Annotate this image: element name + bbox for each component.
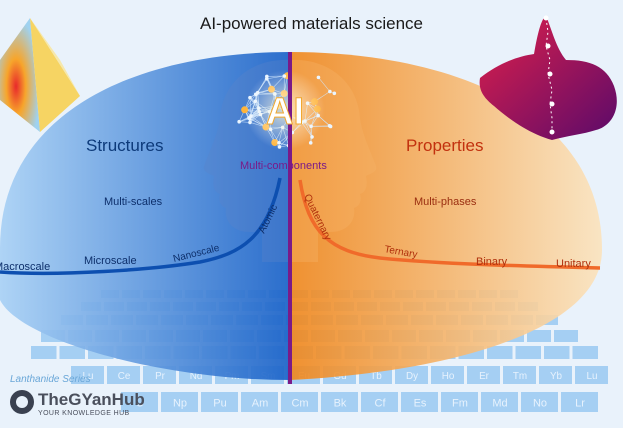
periodic-cell xyxy=(201,392,238,412)
periodic-cell xyxy=(143,366,176,384)
multi-phases-label: Multi-phases xyxy=(414,196,477,208)
periodic-cell xyxy=(31,346,57,359)
watermark-tagline: YOUR KNOWLEDGE HUB xyxy=(38,410,130,417)
periodic-cell xyxy=(121,392,158,412)
periodic-cell-symbol: Cm xyxy=(291,397,308,409)
periodic-cell xyxy=(515,346,541,359)
series-label: Lanthanide Series xyxy=(10,374,91,385)
periodic-cell xyxy=(361,392,398,412)
periodic-cell xyxy=(544,346,570,359)
periodic-cell xyxy=(59,346,85,359)
periodic-cell-symbol: Np xyxy=(173,397,187,409)
periodic-cell-symbol: Lr xyxy=(575,397,585,409)
periodic-cell xyxy=(481,392,518,412)
periodic-cell xyxy=(281,392,318,412)
periodic-cell-symbol: Cf xyxy=(375,397,387,409)
periodic-cell xyxy=(521,392,558,412)
properties-curve xyxy=(298,179,601,270)
structures-curve xyxy=(0,177,282,276)
periodic-cell-symbol: Es xyxy=(414,397,427,409)
periodic-cell xyxy=(539,366,572,384)
periodic-cell xyxy=(572,346,598,359)
periodic-cell xyxy=(503,366,536,384)
periodic-cell-symbol: U xyxy=(136,397,144,409)
structures-heading: Structures xyxy=(86,136,164,155)
periodic-cell-symbol: Pr xyxy=(155,371,166,382)
periodic-cell xyxy=(431,366,464,384)
component-label-binary: Binary xyxy=(476,256,508,268)
periodic-cell-symbol: Lu xyxy=(587,371,598,382)
structures-dome-half xyxy=(0,52,290,380)
periodic-cell-symbol: Lu xyxy=(83,371,94,382)
periodic-cell xyxy=(554,330,578,342)
periodic-cell-symbol: Tb xyxy=(370,371,382,382)
properties-dome-half xyxy=(290,52,602,380)
crystal-pyramid-icon xyxy=(0,18,80,132)
periodic-cell-symbol: No xyxy=(533,397,547,409)
periodic-cell xyxy=(241,392,278,412)
periodic-cell-symbol: Fm xyxy=(452,397,468,409)
page-title: AI-powered materials science xyxy=(200,14,423,33)
periodic-cell xyxy=(467,366,500,384)
watermark-name: TheGYanHub xyxy=(38,390,145,409)
periodic-cell-symbol: Yb xyxy=(550,371,563,382)
component-label-unitary: Unitary xyxy=(556,258,591,270)
properties-heading: Properties xyxy=(406,136,484,155)
energy-surface-icon xyxy=(479,15,617,140)
scale-label-microscale: Microscale xyxy=(84,255,137,267)
periodic-cell xyxy=(441,392,478,412)
periodic-cell-symbol: Bk xyxy=(334,397,347,409)
periodic-cell xyxy=(401,392,438,412)
periodic-cell-symbol: Dy xyxy=(406,371,418,382)
periodic-cell-symbol: Er xyxy=(479,371,490,382)
periodic-cell xyxy=(107,366,140,384)
periodic-cell xyxy=(71,366,104,384)
ai-label: AI xyxy=(266,91,304,133)
periodic-cell-symbol: Ho xyxy=(442,371,455,382)
periodic-cell-symbol: Tm xyxy=(513,371,527,382)
periodic-cell-symbol: Am xyxy=(252,397,269,409)
periodic-cell xyxy=(487,346,513,359)
periodic-cell xyxy=(321,392,358,412)
periodic-cell-symbol: Pu xyxy=(213,397,226,409)
periodic-cell-symbol: Nd xyxy=(190,371,203,382)
periodic-cell xyxy=(561,392,598,412)
periodic-cell-symbol: Ce xyxy=(118,371,131,382)
periodic-cell xyxy=(527,330,551,342)
scale-label-macroscale: Macroscale xyxy=(0,261,51,273)
periodic-cell xyxy=(161,392,198,412)
periodic-cell xyxy=(575,366,608,384)
periodic-cell-symbol: Gd xyxy=(333,371,346,382)
multi-components-label: Multi-components xyxy=(240,160,327,172)
multi-scales-label: Multi-scales xyxy=(104,196,163,208)
periodic-cell xyxy=(395,366,428,384)
periodic-cell-symbol: Md xyxy=(492,397,507,409)
